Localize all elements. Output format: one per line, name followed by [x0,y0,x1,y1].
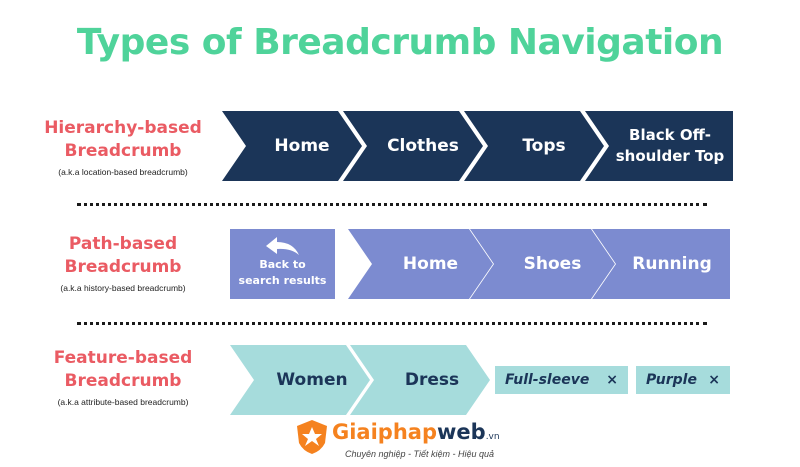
crumb-label: Dress [404,370,460,390]
path-row-label: Path-based Breadcrumb (a.k.a history-bas… [28,233,218,293]
hierarchy-crumb-tops[interactable]: Tops [464,111,604,181]
row-label-aka: (a.k.a location-based breadcrumb) [58,167,188,177]
hierarchy-crumb-home[interactable]: Home [222,111,362,181]
hierarchy-row-label: Hierarchy-based Breadcrumb (a.k.a locati… [28,117,218,177]
crumb-label: Running [632,254,712,274]
tag-label: Full-sleeve [505,372,590,388]
crumb-label: Home [402,254,459,274]
path-crumb-shoes[interactable]: Shoes [470,229,615,299]
filter-tag-full-sleeve: Full-sleeve × [495,366,628,394]
logo-slogan: Chuyên nghiệp - Tiết kiệm - Hiệu quả [345,449,494,459]
row-label-line1: Hierarchy-based [44,118,202,138]
back-arrow-icon [265,237,299,255]
feature-crumb-dress[interactable]: Dress [350,345,490,415]
giaiphap-shield-logo-icon [297,420,327,454]
crumb-label: Tops [522,136,566,156]
row-label-aka: (a.k.a attribute-based breadcrumb) [57,397,189,407]
crumb-label: Women [276,370,348,390]
logo-brand-tld: .vn [485,432,500,442]
crumb-label: Shoes [523,254,582,274]
row-label-aka: (a.k.a history-based breadcrumb) [60,283,186,293]
crumb-label: Black Off-shoulder Top [615,126,725,165]
logo-wordmark: Giaiphapweb.vn [332,420,500,444]
tag-label: Purple [646,372,697,388]
giaiphapweb-logo: Giaiphapweb.vn Chuyên nghiệp - Tiết kiệm… [295,419,525,463]
section-divider [77,203,707,206]
logo-brand-web: web [437,420,486,444]
crumb-label: Clothes [387,136,459,156]
row-label-line1: Feature-based [53,348,193,368]
row-label-line2: Breadcrumb [64,141,182,161]
remove-tag-button[interactable]: × [708,372,720,388]
hierarchy-crumb-clothes[interactable]: Clothes [343,111,483,181]
row-label-line1: Path-based [68,234,178,254]
row-label-line2: Breadcrumb [64,257,182,277]
feature-row-label: Feature-based Breadcrumb (a.k.a attribut… [28,347,218,407]
filter-tag-purple: Purple × [636,366,730,394]
crumb-label: Home [274,136,330,156]
section-divider [77,322,707,325]
feature-crumb-women[interactable]: Women [230,345,370,415]
page-title: Types of Breadcrumb Navigation [76,22,724,63]
hierarchy-crumb-black-off-shoulder-top[interactable]: Black Off-shoulder Top [585,111,733,181]
row-label-line2: Breadcrumb [64,371,182,391]
path-crumb-home[interactable]: Home [348,229,493,299]
back-button-line2: search results [238,274,327,287]
back-button-line1: Back to [259,258,306,271]
logo-brand-main: Giaiphap [332,420,437,444]
remove-tag-button[interactable]: × [606,372,618,388]
back-to-search-results-button[interactable]: Back to search results [230,229,335,299]
